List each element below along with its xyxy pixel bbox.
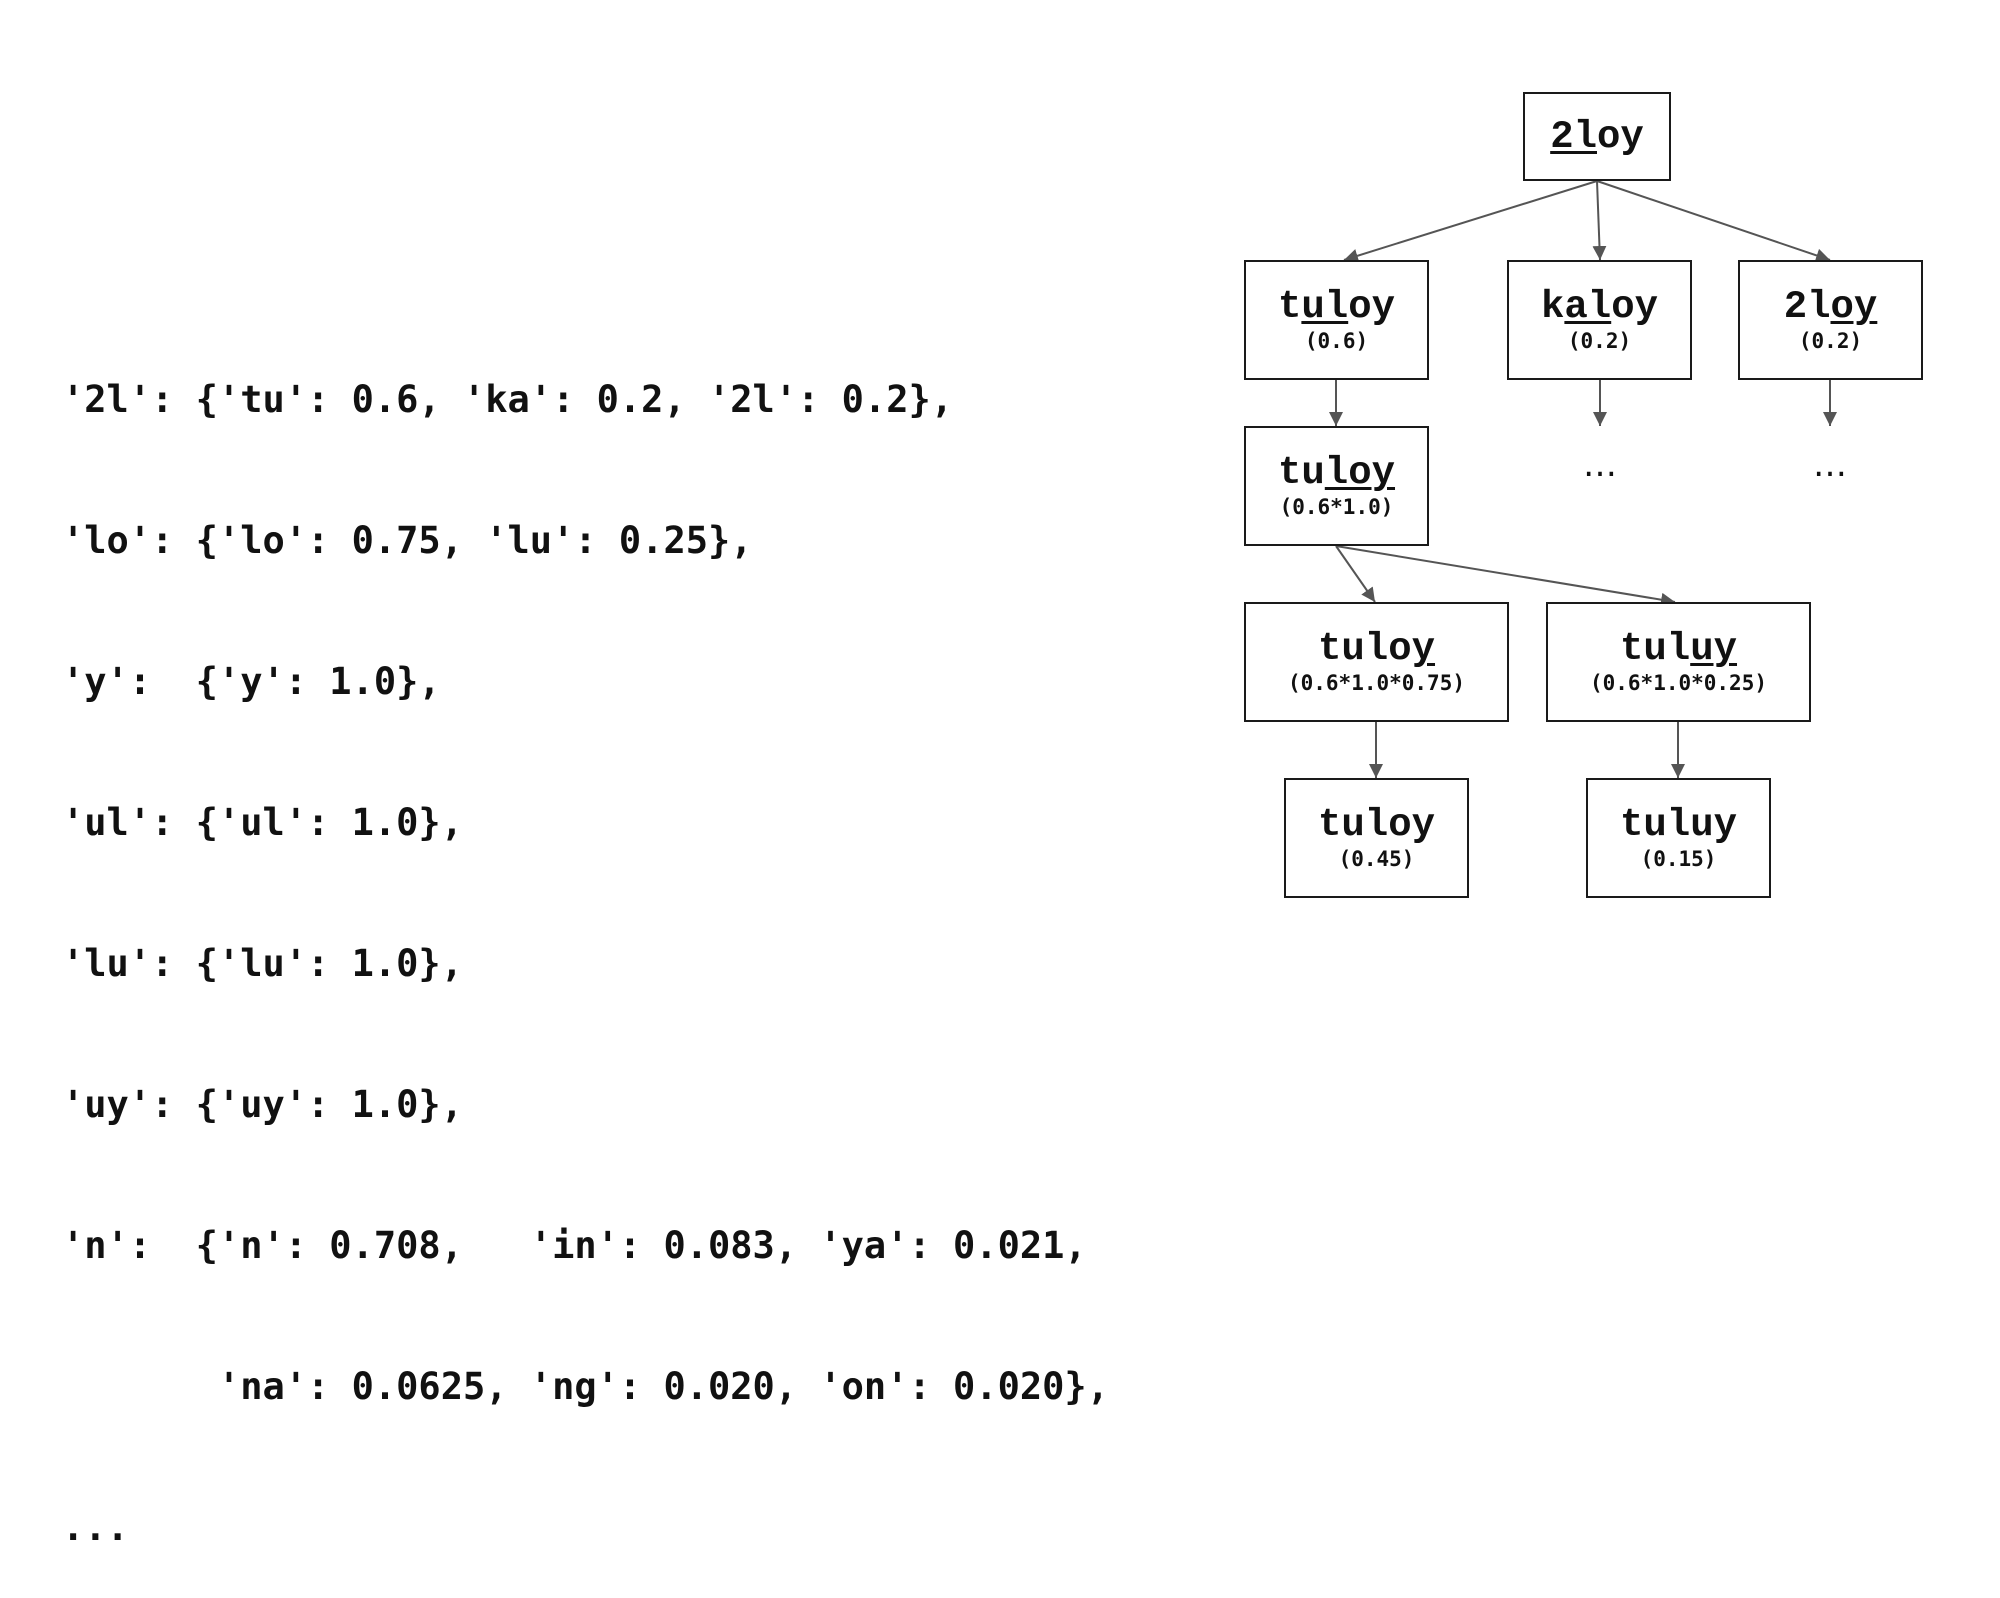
word-segment: 2l <box>1783 285 1831 329</box>
edge-arrow-root-to-kaloy <box>1592 180 1607 261</box>
tree-node-kaloy: kaloy(0.2) <box>1507 260 1692 380</box>
word-segment: tulo <box>1317 627 1412 671</box>
tree-node-tuloy-2: tuloy(0.6*1.0) <box>1244 426 1429 546</box>
node-word: tuloy <box>1278 286 1395 328</box>
word-segment: oy <box>1597 114 1644 159</box>
node-probability: (0.2) <box>1798 329 1863 353</box>
node-probability: (0.6*1.0*0.25) <box>1589 671 1767 695</box>
code-line: 'y': {'y': 1.0}, <box>62 660 441 703</box>
node-word: tuluy <box>1620 804 1737 846</box>
word-segment: tuloy <box>1317 803 1436 847</box>
code-line: 'n': {'n': 0.708, 'in': 0.083, 'ya': 0.0… <box>62 1224 1087 1267</box>
underlined-segment: loy <box>1324 451 1396 495</box>
node-probability: (0.15) <box>1640 847 1717 871</box>
word-segment: tu <box>1277 451 1325 495</box>
word-segment: k <box>1540 285 1565 329</box>
tree-node-tuloy-3: tuloy(0.6*1.0*0.75) <box>1244 602 1509 722</box>
tree-node-root: 2loy <box>1523 92 1671 181</box>
tree-node-2loy: 2loy(0.2) <box>1738 260 1923 380</box>
word-segment: oy <box>1348 285 1396 329</box>
underlined-segment: uy <box>1690 627 1738 671</box>
tree-node-tuluy-final: tuluy(0.15) <box>1586 778 1771 898</box>
tree-node-tuloy-final: tuloy(0.45) <box>1284 778 1469 898</box>
code-line: 'lo': {'lo': 0.75, 'lu': 0.25}, <box>62 519 753 562</box>
node-word: tuloy <box>1278 452 1395 494</box>
underlined-segment: ul <box>1301 285 1349 329</box>
node-probability: (0.6*1.0) <box>1279 495 1394 519</box>
tree-node-tuluy-1: tuluy(0.6*1.0*0.25) <box>1546 602 1811 722</box>
word-segment: tuluy <box>1619 803 1738 847</box>
node-word: 2loy <box>1550 116 1644 158</box>
code-line: 'lu': {'lu': 1.0}, <box>62 942 463 985</box>
ellipsis-more-branches: … <box>1583 445 1617 485</box>
word-segment: tul <box>1619 627 1691 671</box>
underlined-segment: al <box>1564 285 1612 329</box>
ellipsis-more-branches: … <box>1813 445 1847 485</box>
edge-arrow-tuloy-2-to-tuloy-3 <box>1335 545 1376 603</box>
node-word: tuluy <box>1620 628 1737 670</box>
node-word: tuloy <box>1318 628 1435 670</box>
underlined-segment: oy <box>1830 285 1878 329</box>
node-word: kaloy <box>1541 286 1658 328</box>
code-line: 'uy': {'uy': 1.0}, <box>62 1083 463 1126</box>
code-line: 'ul': {'ul': 1.0}, <box>62 801 463 844</box>
node-probability: (0.45) <box>1338 847 1415 871</box>
edge-arrow-root-to-tuloy-1 <box>1343 180 1598 263</box>
node-probability: (0.2) <box>1567 329 1632 353</box>
code-line: '2l': {'tu': 0.6, 'ka': 0.2, '2l': 0.2}, <box>62 378 954 421</box>
node-probability: (0.6*1.0*0.75) <box>1287 671 1465 695</box>
code-line: 'na': 0.0625, 'ng': 0.020, 'on': 0.020}, <box>62 1365 1109 1408</box>
edge-arrow-tuloy-2-to-tuluy-1 <box>1335 545 1676 607</box>
code-line: ... <box>62 1506 129 1549</box>
tree-node-tuloy-1: tuloy(0.6) <box>1244 260 1429 380</box>
word-segment: oy <box>1611 285 1659 329</box>
node-word: tuloy <box>1318 804 1435 846</box>
node-probability: (0.6) <box>1304 329 1369 353</box>
underlined-segment: y <box>1411 627 1436 671</box>
word-segment: t <box>1277 285 1302 329</box>
edge-arrow-root-to-2loy <box>1596 180 1831 263</box>
node-word: 2loy <box>1784 286 1878 328</box>
underlined-segment: 2l <box>1550 114 1597 159</box>
tree-edges <box>1329 180 1837 778</box>
